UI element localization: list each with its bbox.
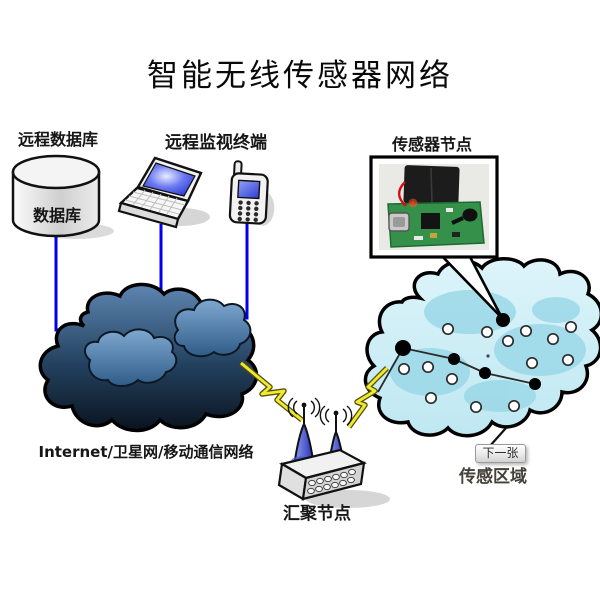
sensing-area-label: 传感区域 bbox=[459, 467, 527, 487]
sensor-node-dot bbox=[519, 324, 533, 338]
sensor-node-dot bbox=[469, 400, 483, 414]
database-cylinder-icon bbox=[11, 154, 114, 239]
laptop-icon bbox=[117, 156, 210, 229]
sensor-node-dot bbox=[397, 362, 411, 376]
sensor-node-dot bbox=[525, 356, 539, 370]
sensor-node-dot bbox=[441, 322, 455, 336]
sensor-board-photo bbox=[379, 164, 489, 250]
sensor-node-dot bbox=[546, 332, 560, 346]
dark-cloud-icon bbox=[38, 282, 259, 433]
internet-cloud-label: Internet/卫星网/移动通信网络 bbox=[38, 443, 254, 461]
sensor-node-dot bbox=[421, 360, 435, 374]
sensor-nodes-layer bbox=[377, 313, 578, 414]
sensor-node-dot bbox=[561, 353, 575, 367]
sensor-link bbox=[402, 347, 455, 360]
wireless-router-icon bbox=[277, 397, 390, 508]
sensor-node-dot bbox=[424, 391, 438, 405]
active-sensor-node-dot bbox=[496, 313, 510, 327]
active-sensor-node-dot bbox=[395, 340, 411, 356]
sensor-node-label: 传感器节点 bbox=[391, 135, 472, 154]
sensor-node-dot bbox=[564, 320, 578, 334]
remote-database-label: 远程数据库 bbox=[17, 130, 98, 149]
remote-terminal-label: 远程监视终端 bbox=[165, 133, 267, 153]
mobile-phone-icon bbox=[228, 160, 275, 226]
sensor-bolt-link bbox=[377, 347, 404, 393]
sensor-link bbox=[484, 372, 536, 385]
page-title: 智能无线传感器网络 bbox=[147, 58, 453, 94]
active-sensor-node-dot bbox=[529, 378, 541, 390]
sensor-node-dot bbox=[507, 399, 521, 413]
next-button[interactable]: 下一张 bbox=[475, 444, 526, 463]
antenna-left bbox=[287, 397, 321, 464]
tiny-dot bbox=[486, 354, 490, 358]
active-sensor-node-dot bbox=[479, 367, 491, 379]
sensor-node-dot bbox=[445, 372, 459, 386]
sink-node-label: 汇聚节点 bbox=[283, 504, 351, 524]
lightning-bolt-left-icon bbox=[239, 360, 304, 423]
active-sensor-node-dot bbox=[448, 353, 460, 365]
callout-pointer-box bbox=[369, 155, 504, 319]
sensor-node-dot bbox=[501, 334, 515, 348]
database-cylinder-label: 数据库 bbox=[32, 206, 81, 225]
lightning-bolt-right-icon bbox=[346, 366, 389, 429]
sensor-node-dot bbox=[480, 325, 494, 339]
